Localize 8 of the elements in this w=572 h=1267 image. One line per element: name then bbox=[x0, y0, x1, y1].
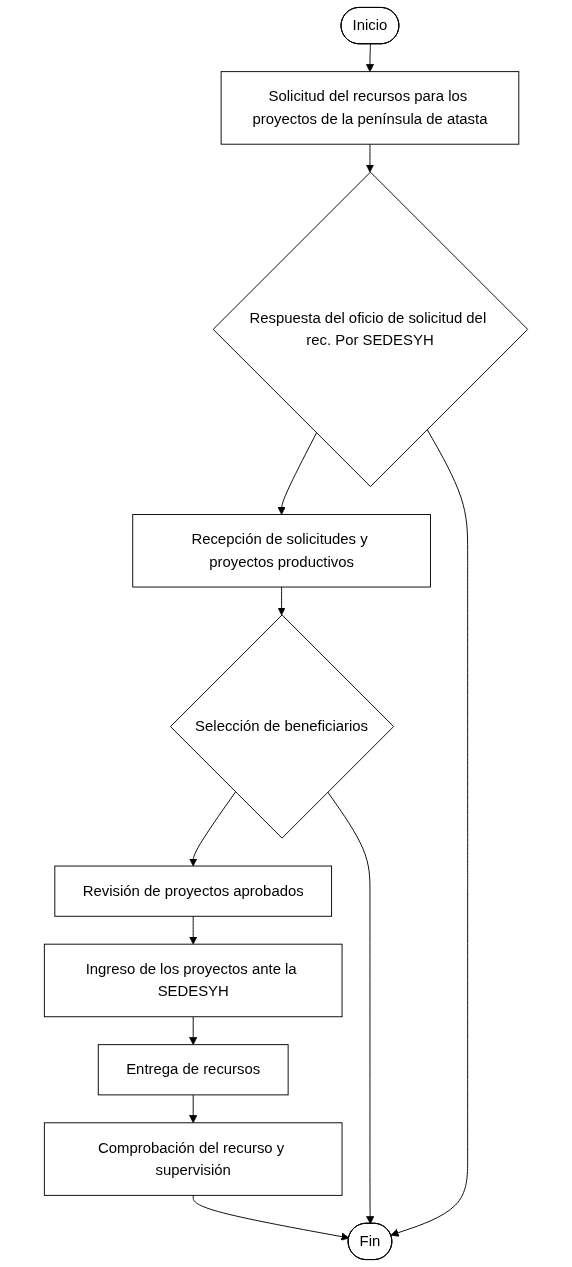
node-box: Comprobación del recurso y supervisión bbox=[43, 1122, 343, 1196]
node-box: Recepción de solicitudes y proyectos productivos bbox=[132, 514, 431, 588]
node-box: Revisión de proyectos aprobados bbox=[54, 865, 333, 917]
node-box: Ingreso de los proyectos ante la SEDESYH bbox=[43, 943, 343, 1018]
node-diamond: Respuesta del oficio de solicitud del rec. Por SEDESYH bbox=[212, 171, 529, 488]
node-diamond: Selección de beneficiarios bbox=[170, 614, 395, 839]
node-box: Entrega de recursos bbox=[97, 1044, 289, 1096]
node-box: Solicitud del recursos para los proyectos de la península de atasta bbox=[220, 71, 520, 145]
